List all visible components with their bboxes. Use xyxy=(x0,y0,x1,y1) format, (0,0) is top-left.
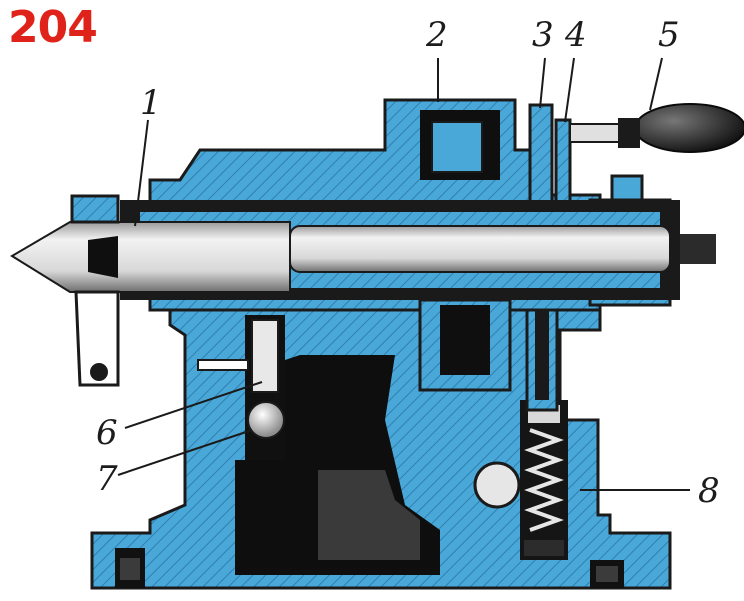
center-point xyxy=(10,221,291,293)
inner-cavity xyxy=(235,355,440,575)
clamp-bracket xyxy=(70,194,120,387)
callout-2-gear-housing: 2 xyxy=(426,15,448,55)
callout-5-handle: 5 xyxy=(658,15,680,55)
spring-pocket xyxy=(520,400,568,560)
leader-lines xyxy=(117,57,690,491)
clamp-bore xyxy=(197,315,285,460)
lever-shaft xyxy=(525,298,559,412)
callout-1-center: 1 xyxy=(140,83,162,123)
callout-7-ball: 7 xyxy=(96,459,118,499)
handle xyxy=(569,103,744,153)
callout-6-plunger: 6 xyxy=(96,413,118,453)
lever-pawl xyxy=(528,103,572,207)
callout-4-disc: 4 xyxy=(565,15,587,55)
figure-number: 204 xyxy=(8,2,98,53)
callout-3-pawl: 3 xyxy=(532,15,554,55)
callout-8-spring: 8 xyxy=(698,471,720,511)
base-hole xyxy=(473,461,521,509)
detent-ball xyxy=(247,401,285,439)
